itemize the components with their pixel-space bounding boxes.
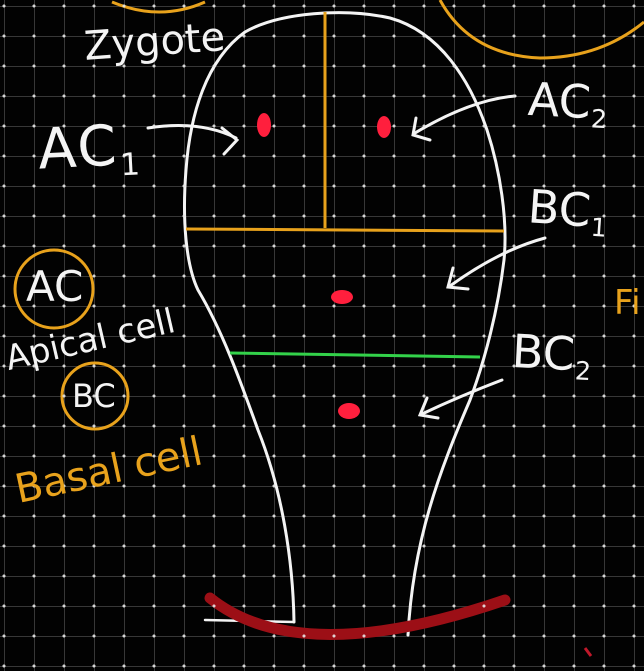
nucleus-ac2 — [377, 116, 391, 138]
orange-circle-left-partial — [111, 0, 206, 14]
nucleus-bc1 — [331, 290, 353, 304]
bc1-label: BC1 — [526, 179, 609, 242]
zygote-outline — [183, 11, 507, 637]
bc2-label-text: BC — [510, 323, 577, 382]
red-stray-mark — [583, 647, 593, 657]
ac-circle — [13, 248, 95, 330]
arrow-bc1 — [446, 236, 547, 291]
basal-division-line — [229, 351, 481, 359]
bc2-label: BC2 — [511, 324, 593, 386]
ac1-label-text: AC — [36, 113, 121, 183]
ac2-label-text: AC — [526, 71, 593, 130]
ac2-label-subscript: 2 — [590, 104, 608, 134]
arrow-bc2 — [417, 378, 504, 420]
ac1-label: AC1 — [36, 114, 143, 184]
ac2-label: AC2 — [527, 72, 609, 134]
apical-basal-division-line — [185, 227, 505, 233]
edge-partial-label: Fi — [614, 283, 641, 323]
arrow-ac2 — [411, 94, 517, 142]
ac-circle-label: AC — [26, 262, 84, 311]
nucleus-ac1 — [257, 113, 271, 137]
bc-circle-label: BC — [72, 377, 116, 415]
arrow-ac1 — [146, 124, 240, 156]
red-arc-underline — [204, 592, 511, 640]
bc1-label-subscript: 1 — [589, 212, 608, 243]
bc2-label-subscript: 2 — [574, 356, 592, 386]
bc1-label-text: BC — [526, 179, 593, 238]
bc-circle — [60, 361, 130, 431]
zygote-label: Zygote — [82, 14, 227, 70]
ac1-label-subscript: 1 — [119, 146, 143, 184]
nucleus-bc2 — [338, 403, 360, 419]
orange-circle-right-partial — [438, 0, 644, 60]
